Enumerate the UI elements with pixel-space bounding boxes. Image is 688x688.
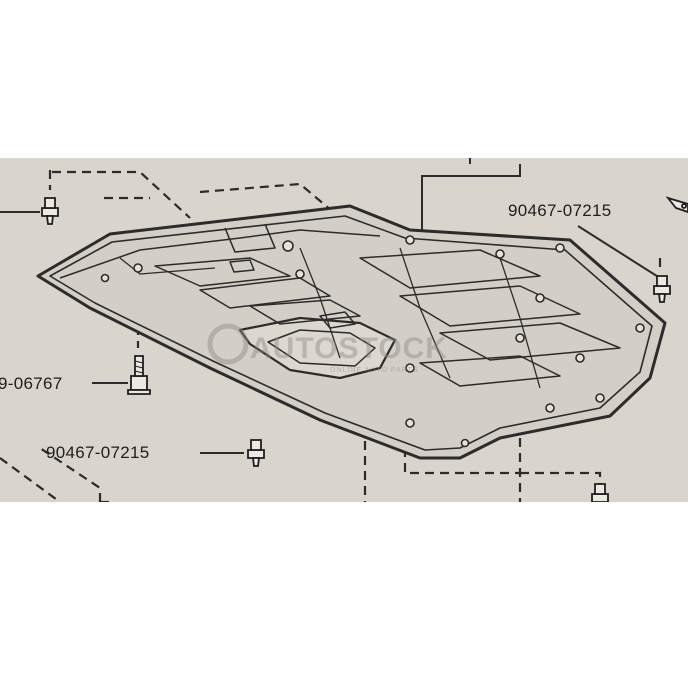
clip-fastener-icon	[653, 275, 671, 303]
bracket-icon	[665, 196, 688, 213]
bolt-fastener-icon	[127, 355, 151, 395]
watermark-subtext: ONLINE AUTO PARTS	[330, 367, 419, 374]
under-cover-panel	[36, 204, 667, 460]
mounting-holes	[100, 235, 645, 448]
watermark: AUTOSTOCK ONLINE AUTO PARTS	[207, 323, 448, 374]
clip-fastener-icon	[247, 439, 265, 467]
clip-fastener-icon	[41, 197, 59, 225]
part-number-bottom-left: 90467-07215	[46, 443, 150, 462]
parts-diagram: AUTOSTOCK ONLINE AUTO PARTS 90467-07215 …	[0, 158, 688, 502]
part-number-left-middle: 9-06767	[0, 374, 63, 393]
engine-under-cover-diagram: AUTOSTOCK ONLINE AUTO PARTS 90467-07215 …	[0, 158, 688, 502]
watermark-text: AUTOSTOCK	[250, 332, 448, 365]
clip-fastener-icon	[591, 483, 609, 502]
part-number-top-right: 90467-07215	[508, 201, 612, 220]
